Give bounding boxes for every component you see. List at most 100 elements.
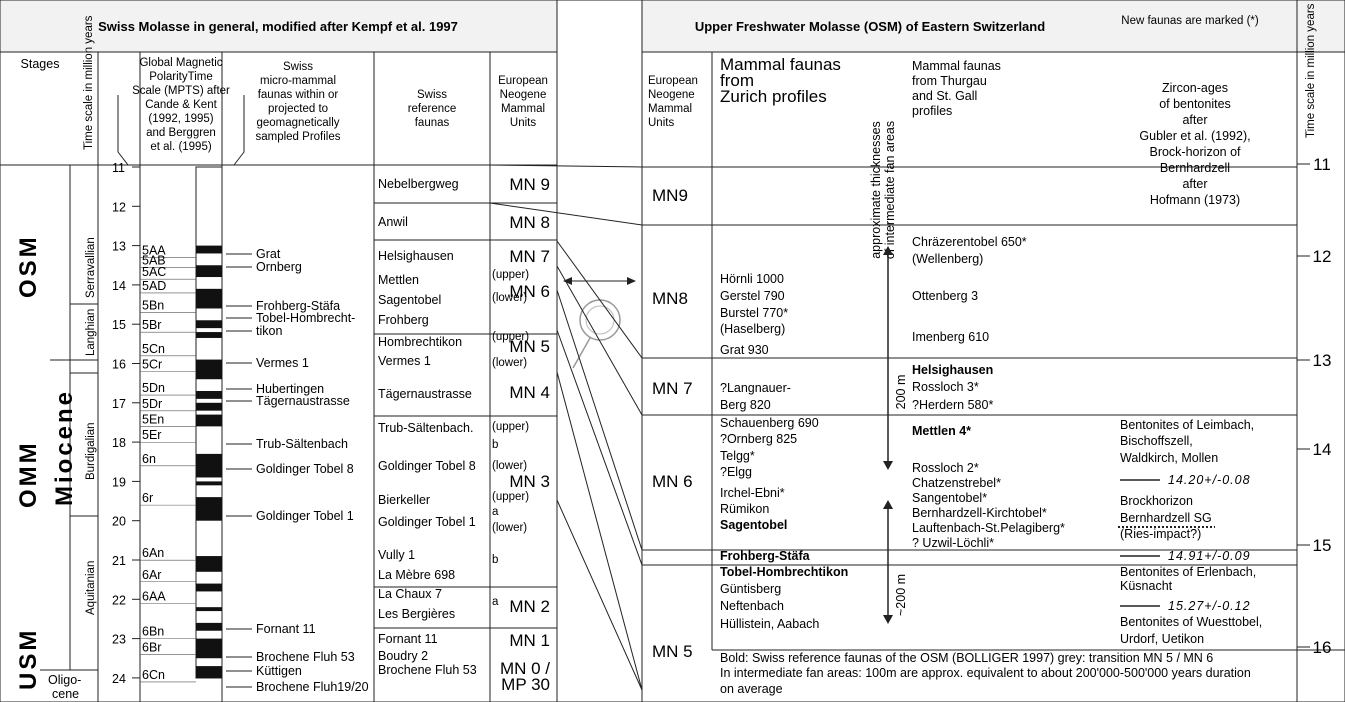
chron-label: 6Br: [142, 640, 161, 654]
zircon-entry: (Ries-impact?): [1120, 527, 1201, 541]
zircon-header-line-7: Hofmann (1973): [1150, 193, 1240, 207]
zurich-fauna: Tobel-Hombrechtikon: [720, 565, 848, 579]
time-tick-right-label: 13: [1313, 351, 1332, 370]
ref-header-line-0: Swiss: [417, 89, 447, 101]
mpts-header-line-3: Cande & Kent: [145, 99, 217, 111]
micro-fauna-label: Grat: [256, 247, 281, 261]
chron-label: 5AC: [142, 265, 166, 279]
chron-label: 6An: [142, 546, 164, 560]
thurgau-fauna: Helsighausen: [912, 363, 993, 377]
zurich-fauna: ?Elgg: [720, 465, 752, 479]
mn-unit-left: MN 1: [509, 631, 550, 650]
zurich-fauna: Burstel 770*: [720, 306, 788, 320]
micro-header-line-3: projected to: [268, 103, 328, 115]
zurich-fauna: Güntisberg: [720, 582, 781, 596]
ref-fauna-label: Goldinger Tobel 1: [378, 515, 476, 529]
thurgau-fauna-list: Chräzerentobel 650*(Wellenberg)Ottenberg…: [912, 235, 1065, 550]
zircon-entry: Urdorf, Uetikon: [1120, 632, 1204, 646]
ref-fauna-label: Les Bergières: [378, 607, 455, 621]
chron-label: 5AD: [142, 279, 166, 293]
ref-header-line-1: reference: [408, 103, 457, 115]
polarity-normal: [196, 638, 222, 659]
time-scale-header: Time scale in million years: [83, 15, 95, 150]
thickness-arrows: 200 m ~200 m: [883, 246, 908, 624]
time-tick-left-label: 15: [112, 318, 126, 332]
zircon-ages-list: Bentonites of Leimbach,Bischoffszell,Wal…: [1120, 418, 1262, 646]
zurich-fauna: Sagentobel: [720, 518, 787, 532]
eu-header-line-0: European: [498, 75, 548, 87]
reference-fauna-list: NebelbergwegAnwilHelsighausenMettlenSage…: [374, 177, 557, 677]
stages-header: Stages: [21, 57, 60, 71]
ref-fauna-label: Vermes 1: [378, 354, 431, 368]
sub-label: (upper): [492, 269, 529, 281]
time-tick-left-label: 22: [112, 593, 126, 607]
zurich-header-line-2: Zurich profiles: [720, 87, 827, 106]
time-tick-left-label: 12: [112, 200, 126, 214]
thurgau-fauna: Lauftenbach-St.Pelagiberg*: [912, 521, 1065, 535]
ref-fauna-label: Nebelbergweg: [378, 177, 459, 191]
polarity-normal: [196, 332, 222, 338]
ref-fauna-label: Hombrechtikon: [378, 335, 462, 349]
stage-burdigalian: Burdigalian: [85, 422, 97, 480]
mn-unit-left: MN 5: [509, 337, 550, 356]
polarity-normal: [196, 414, 222, 427]
ref-fauna-label: Trub-Sältenbach.: [378, 421, 473, 435]
r-eu-header-line-2: Mammal: [648, 103, 692, 115]
micro-fauna-label: Vermes 1: [256, 356, 309, 370]
new-faunas-note: New faunas are marked (*): [1121, 15, 1259, 27]
chron-label: 6n: [142, 452, 156, 466]
eu-header-line-1: Neogene: [500, 89, 547, 101]
sub-label: b: [492, 554, 498, 566]
zircon-entry: Brockhorizon: [1120, 494, 1193, 508]
time-tick-right-label: 12: [1313, 247, 1332, 266]
mpts-header-line-6: et al. (1995): [150, 141, 212, 153]
time-tick-left-label: 16: [112, 358, 126, 372]
chron-labels: 5AA5AB5AC5AD5Bn5Br5Cn5Cr5Dn5Dr5En5Er6n6r…: [140, 244, 196, 683]
ref-fauna-label: Tägernaustrasse: [378, 387, 472, 401]
right-panel: [641, 0, 1345, 702]
micro-fauna-label: Brochene Fluh 53: [256, 650, 355, 664]
zircon-header-line-5: Bernhardzell: [1160, 161, 1230, 175]
chron-label: 5Cr: [142, 358, 162, 372]
micro-fauna-label: tikon: [256, 324, 282, 338]
mpts-header-line-0: Global Magnetic: [139, 57, 222, 69]
micro-fauna-label: Frohberg-Stäfa: [256, 299, 340, 313]
zurich-fauna: Grat 930: [720, 343, 769, 357]
legend-line: on average: [720, 682, 783, 696]
polarity-normal: [196, 245, 222, 254]
zircon-header-line-4: Brock-horizon of: [1149, 145, 1241, 159]
polarity-normal: [196, 583, 222, 592]
zurich-fauna: Frohberg-Stäfa: [720, 549, 811, 563]
sub-label: (lower): [492, 522, 527, 534]
polarity-normal: [196, 453, 222, 478]
zurich-fauna: Berg 820: [720, 398, 771, 412]
thickness-label: 200 m: [894, 375, 908, 410]
arrow-head: [883, 615, 893, 624]
thurgau-fauna: Sangentobel*: [912, 491, 987, 505]
polarity-normal: [196, 320, 222, 329]
mn-unit-left: MN 3: [509, 472, 550, 491]
arrow-head: [883, 461, 893, 470]
ref-fauna-label: Vully 1: [378, 548, 415, 562]
ref-fauna-label: Helsighausen: [378, 249, 454, 263]
thurgau-fauna: Bernhardzell-Kirchtobel*: [912, 506, 1047, 520]
mn-unit-left: MN 2: [509, 597, 550, 616]
sub-label: (upper): [492, 421, 529, 433]
ref-fauna-label: Fornant 11: [378, 632, 438, 646]
time-tick-left-label: 19: [112, 475, 126, 489]
thurgau-fauna: ?Herdern 580*: [912, 398, 993, 412]
arrow-head: [883, 246, 893, 255]
oligocene-label: Oligo-: [48, 673, 81, 687]
ref-fauna-label: Brochene Fluh 53: [378, 663, 477, 677]
chron-label: 6r: [142, 491, 153, 505]
thurgau-header-line-3: profiles: [912, 104, 952, 118]
chron-label: 5AB: [142, 253, 166, 267]
thurgau-header-line-1: from Thurgau: [912, 74, 987, 88]
zircon-entry: Waldkirch, Mollen: [1120, 451, 1218, 465]
zircon-header-line-1: of bentonites: [1159, 97, 1231, 111]
thickness-label: ~200 m: [894, 574, 908, 616]
